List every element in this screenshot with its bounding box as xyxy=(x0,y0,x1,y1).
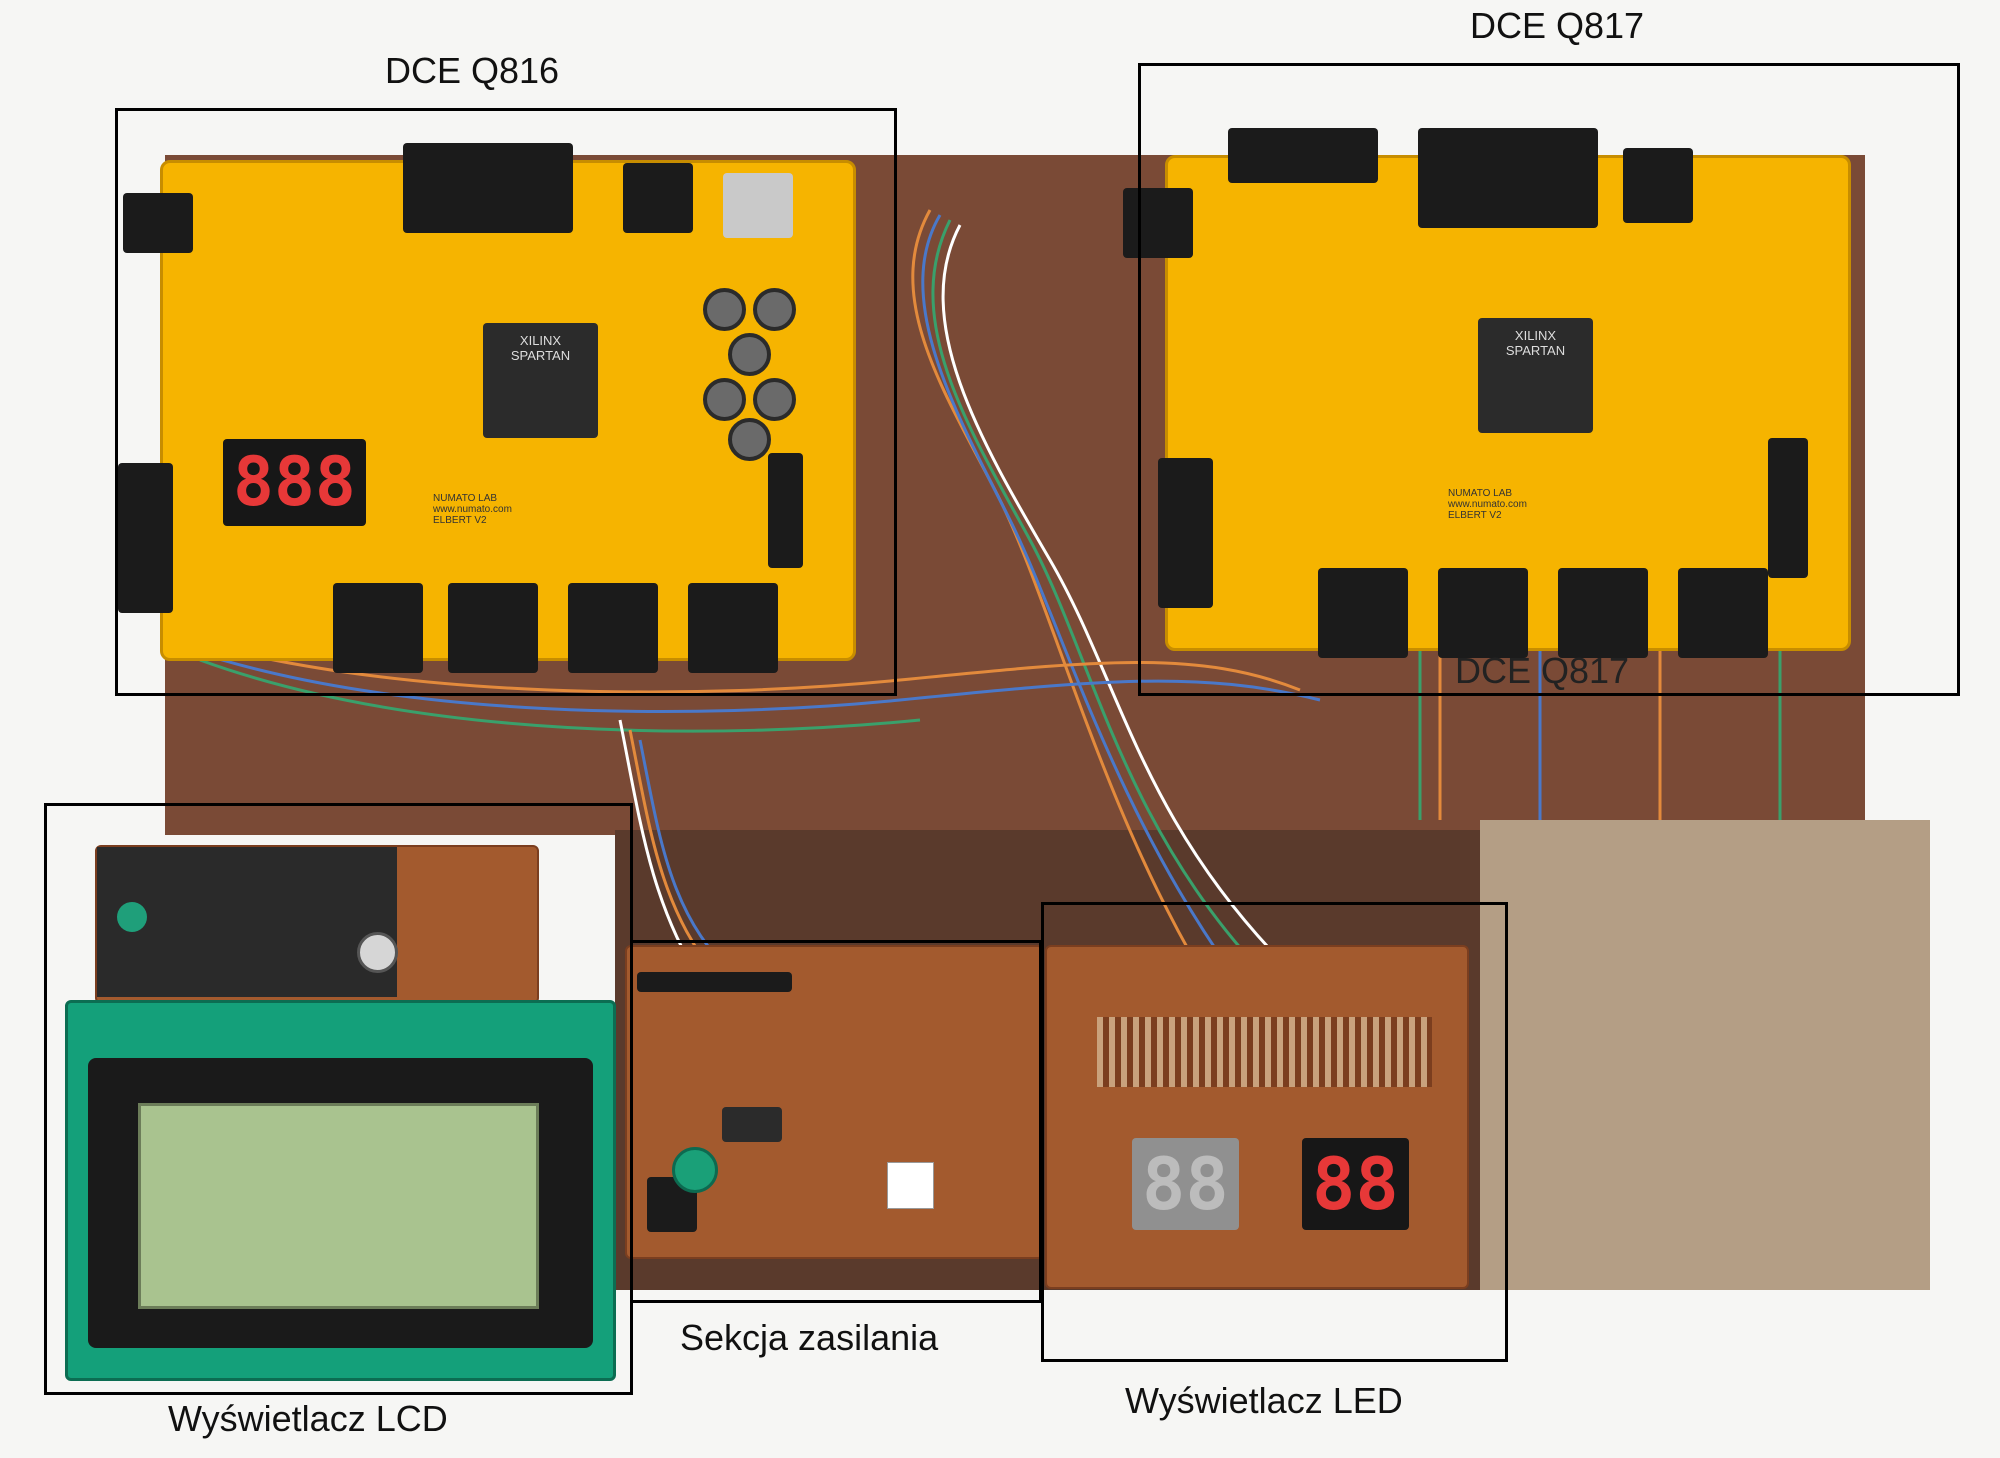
cardboard-panel xyxy=(1480,820,1930,1290)
fpga-board-left: XILINX SPARTAN 888 NUMATO LAB www.numato… xyxy=(118,143,856,673)
led-display-black: 88 xyxy=(1302,1138,1409,1230)
push-button[interactable] xyxy=(703,378,746,421)
lcd-adapter-black xyxy=(97,847,397,997)
led-digits-gray: 88 xyxy=(1132,1138,1239,1230)
frame-led xyxy=(1041,902,1508,1362)
voltage-label xyxy=(887,1162,934,1209)
frame-board-left xyxy=(115,108,897,696)
gpio-header xyxy=(1558,568,1648,658)
label-board-right: DCE Q817 xyxy=(1470,5,1645,46)
push-button[interactable] xyxy=(728,333,771,376)
push-button[interactable] xyxy=(728,418,771,461)
side-header xyxy=(1768,438,1808,578)
gpio-header xyxy=(448,583,538,673)
voltage-regulator xyxy=(722,1107,782,1142)
brand-text: NUMATO LAB www.numato.com ELBERT V2 xyxy=(1448,488,1527,521)
seven-segment-digits: 888 xyxy=(223,439,366,526)
potentiometer[interactable] xyxy=(357,932,398,973)
top-header xyxy=(1228,128,1378,183)
lcd-frame xyxy=(88,1058,593,1348)
capacitor xyxy=(117,902,147,932)
audio-jack xyxy=(623,163,693,233)
vga-connector xyxy=(1418,128,1598,228)
audio-jack xyxy=(1623,148,1693,223)
push-button[interactable] xyxy=(753,378,796,421)
lcd-screen xyxy=(138,1103,539,1309)
led-display-board: 88 88 xyxy=(1045,945,1469,1289)
label-led: Wyświetlacz LED xyxy=(1125,1380,1403,1421)
lcd-adapter-board xyxy=(95,845,539,1004)
pin-header xyxy=(637,972,792,992)
label-board-left: DCE Q816 xyxy=(385,50,560,91)
fpga-chip: XILINX SPARTAN xyxy=(1478,318,1593,433)
power-jack xyxy=(1123,188,1193,258)
label-power: Sekcja zasilania xyxy=(680,1317,939,1358)
power-jack xyxy=(123,193,193,253)
push-button[interactable] xyxy=(753,288,796,331)
label-lcd: Wyświetlacz LCD xyxy=(168,1398,448,1439)
gpio-header xyxy=(1438,568,1528,658)
sd-card-slot xyxy=(723,173,793,238)
resistor-row xyxy=(1097,1017,1432,1087)
gpio-header xyxy=(333,583,423,673)
push-button[interactable] xyxy=(703,288,746,331)
capacitor xyxy=(672,1147,718,1193)
dip-switch[interactable] xyxy=(768,453,803,568)
lcd-board xyxy=(65,1000,616,1381)
fpga-chip: XILINX SPARTAN xyxy=(483,323,598,438)
gpio-header xyxy=(1678,568,1768,658)
brand-text: NUMATO LAB www.numato.com ELBERT V2 xyxy=(433,493,512,526)
header-connector xyxy=(1158,458,1213,608)
led-display-gray: 88 xyxy=(1132,1138,1239,1230)
vga-connector xyxy=(403,143,573,233)
fpga-board-right: XILINX SPARTAN NUMATO LAB www.numato.com… xyxy=(1123,128,1851,658)
frame-power xyxy=(630,940,1042,1303)
header-connector xyxy=(118,463,173,613)
gpio-header xyxy=(568,583,658,673)
gpio-header xyxy=(1318,568,1408,658)
frame-board-right xyxy=(1138,63,1960,696)
led-digits-black: 88 xyxy=(1302,1138,1409,1230)
power-section-board xyxy=(625,945,1044,1259)
frame-lcd xyxy=(44,803,633,1395)
label-board-right-overlay: DCE Q817 xyxy=(1455,650,1630,691)
seven-segment-display: 888 xyxy=(223,439,366,526)
gpio-header xyxy=(688,583,778,673)
